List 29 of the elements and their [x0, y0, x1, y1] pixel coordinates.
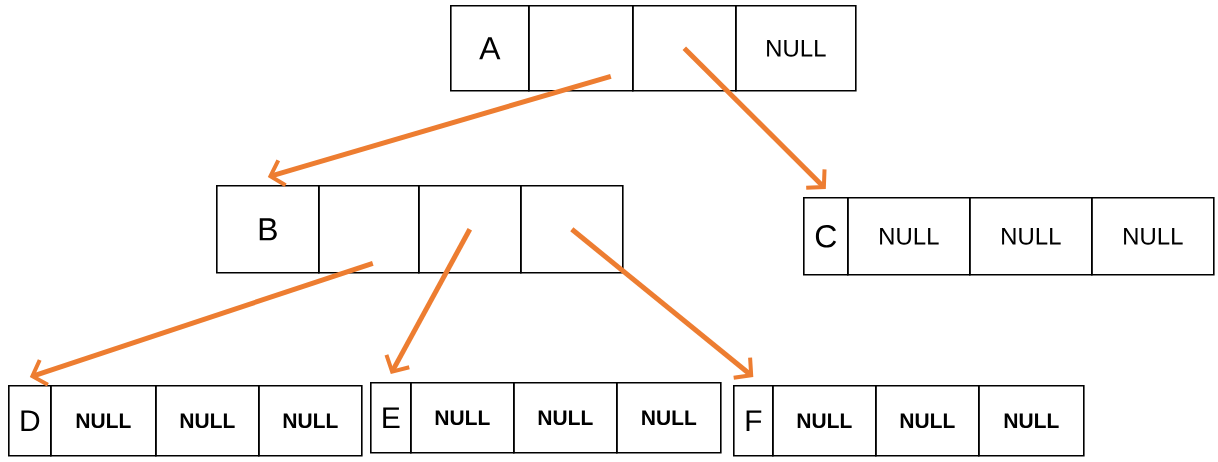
pointer-cell: [318, 185, 420, 274]
record-cell: NULL: [616, 382, 722, 454]
arrow: [682, 46, 827, 190]
arrow: [267, 73, 612, 188]
record-cell: A: [450, 5, 530, 92]
record-cell: NULL: [50, 385, 157, 457]
record-cell: NULL: [513, 382, 618, 454]
pointer-cell: [418, 185, 522, 274]
record-cell: F: [733, 385, 774, 457]
record-cell: NULL: [978, 385, 1085, 457]
record-cell: NULL: [847, 197, 971, 276]
record-cell: NULL: [772, 385, 877, 457]
pointer-cell: [520, 185, 624, 274]
pointer-cell: [632, 5, 737, 92]
record-cell: NULL: [875, 385, 980, 457]
arrow: [570, 227, 754, 380]
record-cell: D: [8, 385, 52, 457]
record-cell: NULL: [410, 382, 515, 454]
record-cell: NULL: [1091, 197, 1215, 276]
arrow: [29, 260, 374, 387]
record-cell: C: [803, 197, 849, 276]
record-cell: NULL: [155, 385, 260, 457]
pointer-cell: [528, 5, 634, 92]
record-cell: NULL: [258, 385, 363, 457]
record-cell: NULL: [735, 5, 857, 92]
record-cell: NULL: [969, 197, 1093, 276]
record-cell: B: [216, 185, 320, 274]
arrow: [384, 228, 472, 374]
record-cell: E: [370, 382, 412, 454]
